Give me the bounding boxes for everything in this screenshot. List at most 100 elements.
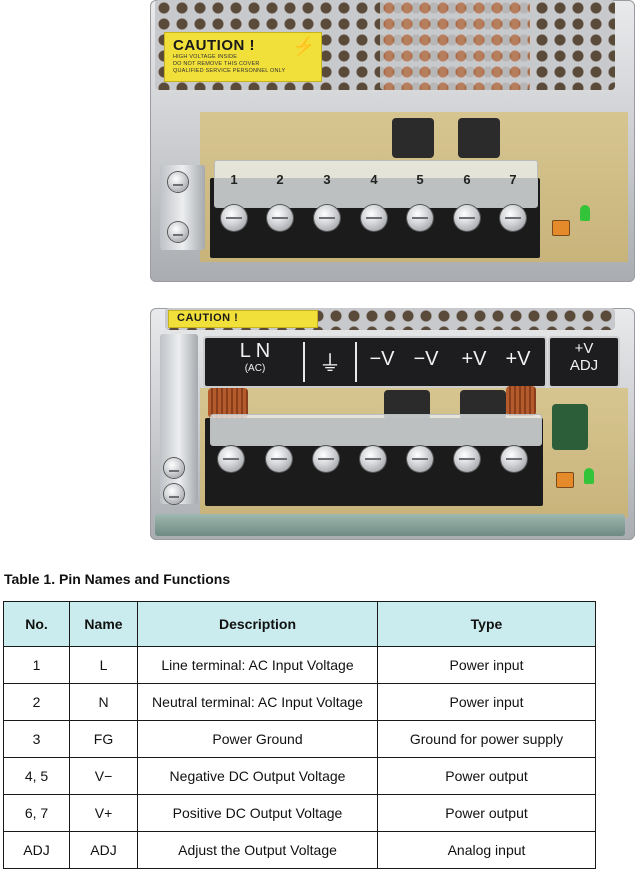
label-ln-text: L N xyxy=(239,340,271,362)
pin-number: 3 xyxy=(323,172,331,187)
cell-description: Negative DC Output Voltage xyxy=(137,757,378,795)
terminal-screw xyxy=(500,205,526,231)
terminal-screw xyxy=(454,205,480,231)
cell-no: 3 xyxy=(3,720,70,758)
label-adj-bottom: ADJ xyxy=(569,357,599,374)
cell-type: Power input xyxy=(377,683,596,721)
power-supply-photo-front: CAUTION ! L N (AC) ⏚ −V −V +V +V +V ADJ xyxy=(0,300,640,550)
cell-name: V+ xyxy=(69,794,138,832)
pin-number: 2 xyxy=(276,172,284,187)
caution-label: CAUTION ! HIGH VOLTAGE INSIDE DO NOT REM… xyxy=(164,32,322,82)
cell-name: V− xyxy=(69,757,138,795)
high-voltage-icon: ⚡ xyxy=(292,36,315,56)
table-header-row: No. Name Description Type xyxy=(3,601,596,647)
terminal-screw xyxy=(407,446,433,472)
cell-no: 2 xyxy=(3,683,70,721)
caution-label: CAUTION ! xyxy=(168,310,318,328)
cell-no: 4, 5 xyxy=(3,757,70,795)
pin-number: 1 xyxy=(230,172,238,187)
table-row: 1 L Line terminal: AC Input Voltage Powe… xyxy=(3,646,596,684)
cell-description: Power Ground xyxy=(137,720,378,758)
mount-screw xyxy=(168,222,188,242)
label-ln: L N (AC) xyxy=(213,340,297,374)
caution-line: HIGH VOLTAGE INSIDE xyxy=(173,54,238,60)
cell-name: FG xyxy=(69,720,138,758)
table-caption: Table 1. Pin Names and Functions xyxy=(4,571,231,587)
table-row: 4, 5 V− Negative DC Output Voltage Power… xyxy=(3,757,596,795)
cell-no: 6, 7 xyxy=(3,794,70,832)
adj-label-strip: +V ADJ xyxy=(548,336,620,388)
cell-type: Power output xyxy=(377,757,596,795)
inductor xyxy=(208,388,248,418)
terminal-screw xyxy=(360,446,386,472)
cell-no: 1 xyxy=(3,646,70,684)
pin-number: 7 xyxy=(509,172,517,187)
cell-description: Positive DC Output Voltage xyxy=(137,794,378,832)
table-row: 6, 7 V+ Positive DC Output Voltage Power… xyxy=(3,794,596,832)
ventilation-mesh-copper xyxy=(380,0,530,90)
label-ac-text: (AC) xyxy=(244,363,266,374)
strip-divider xyxy=(303,342,305,382)
capacitor xyxy=(392,118,434,158)
strip-divider xyxy=(355,342,357,382)
label-adj-top: +V xyxy=(574,340,594,357)
caution-title: CAUTION ! xyxy=(177,312,239,324)
cell-no: ADJ xyxy=(3,831,70,869)
terminal-screw xyxy=(501,446,527,472)
adjust-potentiometer xyxy=(552,220,570,236)
led-indicator xyxy=(580,205,590,221)
column-header-type: Type xyxy=(377,601,596,647)
terminal-screw xyxy=(314,205,340,231)
caution-title: CAUTION ! xyxy=(173,37,255,54)
column-header-no: No. xyxy=(3,601,70,647)
mount-screw xyxy=(164,458,184,478)
cell-type: Power output xyxy=(377,794,596,832)
cell-name: L xyxy=(69,646,138,684)
cell-name: ADJ xyxy=(69,831,138,869)
mount-screw xyxy=(164,484,184,504)
terminal-screw xyxy=(454,446,480,472)
terminal-screw xyxy=(313,446,339,472)
table-row: 2 N Neutral terminal: AC Input Voltage P… xyxy=(3,683,596,721)
film-capacitor xyxy=(552,404,588,450)
column-header-description: Description xyxy=(137,601,378,647)
pin-number: 5 xyxy=(416,172,424,187)
base-plate xyxy=(155,514,625,536)
mount-screw xyxy=(168,172,188,192)
cell-type: Power input xyxy=(377,646,596,684)
terminal-label-strip: L N (AC) ⏚ −V −V +V +V xyxy=(203,336,547,388)
cell-type: Ground for power supply xyxy=(377,720,596,758)
power-supply-photo-top: CAUTION ! HIGH VOLTAGE INSIDE DO NOT REM… xyxy=(0,0,640,290)
table-row: ADJ ADJ Adjust the Output Voltage Analog… xyxy=(3,831,596,869)
pin-number: 6 xyxy=(463,172,471,187)
inductor xyxy=(506,386,536,416)
label-v-plus: +V xyxy=(461,348,487,370)
table-row: 3 FG Power Ground Ground for power suppl… xyxy=(3,720,596,758)
terminal-screw xyxy=(361,205,387,231)
terminal-screw xyxy=(218,446,244,472)
terminal-screw xyxy=(267,205,293,231)
cell-name: N xyxy=(69,683,138,721)
caution-line: QUALIFIED SERVICE PERSONNEL ONLY xyxy=(173,68,286,74)
terminal-screw xyxy=(221,205,247,231)
ground-icon: ⏚ xyxy=(318,351,341,376)
caution-line: DO NOT REMOVE THIS COVER xyxy=(173,61,260,67)
led-indicator xyxy=(584,468,594,484)
terminal-screw xyxy=(266,446,292,472)
terminal-screw xyxy=(407,205,433,231)
mounting-bracket xyxy=(160,334,198,504)
label-adj: +V ADJ xyxy=(550,340,618,374)
terminal-cover xyxy=(214,160,538,208)
capacitor xyxy=(458,118,500,158)
cell-description: Adjust the Output Voltage xyxy=(137,831,378,869)
pin-number: 4 xyxy=(370,172,378,187)
label-v-minus: −V xyxy=(413,348,439,370)
column-header-name: Name xyxy=(69,601,138,647)
cell-description: Line terminal: AC Input Voltage xyxy=(137,646,378,684)
label-v-plus: +V xyxy=(505,348,531,370)
cell-type: Analog input xyxy=(377,831,596,869)
cell-description: Neutral terminal: AC Input Voltage xyxy=(137,683,378,721)
terminal-cover xyxy=(210,414,542,446)
adjust-potentiometer xyxy=(556,472,574,488)
label-v-minus: −V xyxy=(369,348,395,370)
